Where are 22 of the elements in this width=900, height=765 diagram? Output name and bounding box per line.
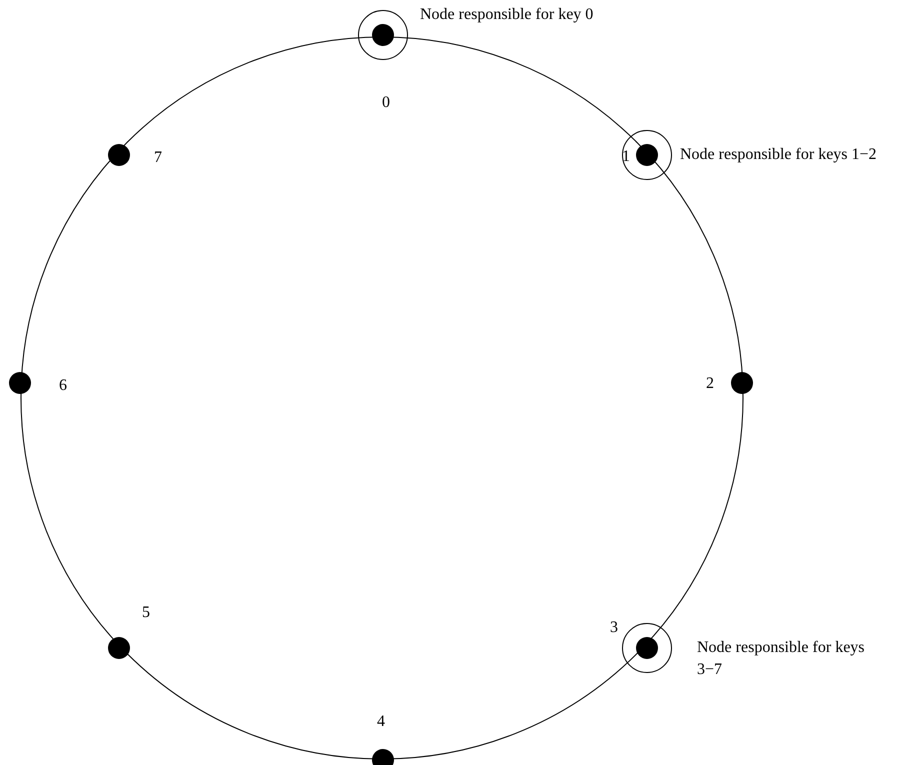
node-number: 3 <box>610 618 619 638</box>
node-dot <box>372 749 394 765</box>
responsibility-note: Node responsible for keys 3−7 <box>697 638 866 680</box>
responsibility-note: Node responsible for keys 1−2 <box>680 145 878 165</box>
node-dot <box>108 144 130 166</box>
node-number: 0 <box>382 93 391 113</box>
node-dot <box>372 24 394 46</box>
node-dot <box>731 372 753 394</box>
node-dot <box>108 637 130 659</box>
node-number: 5 <box>142 603 151 623</box>
node-number: 6 <box>59 376 68 396</box>
node-dot <box>636 637 658 659</box>
ring-marker <box>622 623 672 673</box>
node-dot <box>636 144 658 166</box>
ring-marker <box>358 10 408 60</box>
node-number: 4 <box>377 712 386 732</box>
node-number: 2 <box>706 374 715 394</box>
responsibility-note: Node responsible for key 0 <box>420 5 594 25</box>
node-dot <box>9 372 31 394</box>
ring-marker <box>622 130 672 180</box>
node-number: 7 <box>154 148 163 168</box>
node-number: 1 <box>622 147 631 167</box>
